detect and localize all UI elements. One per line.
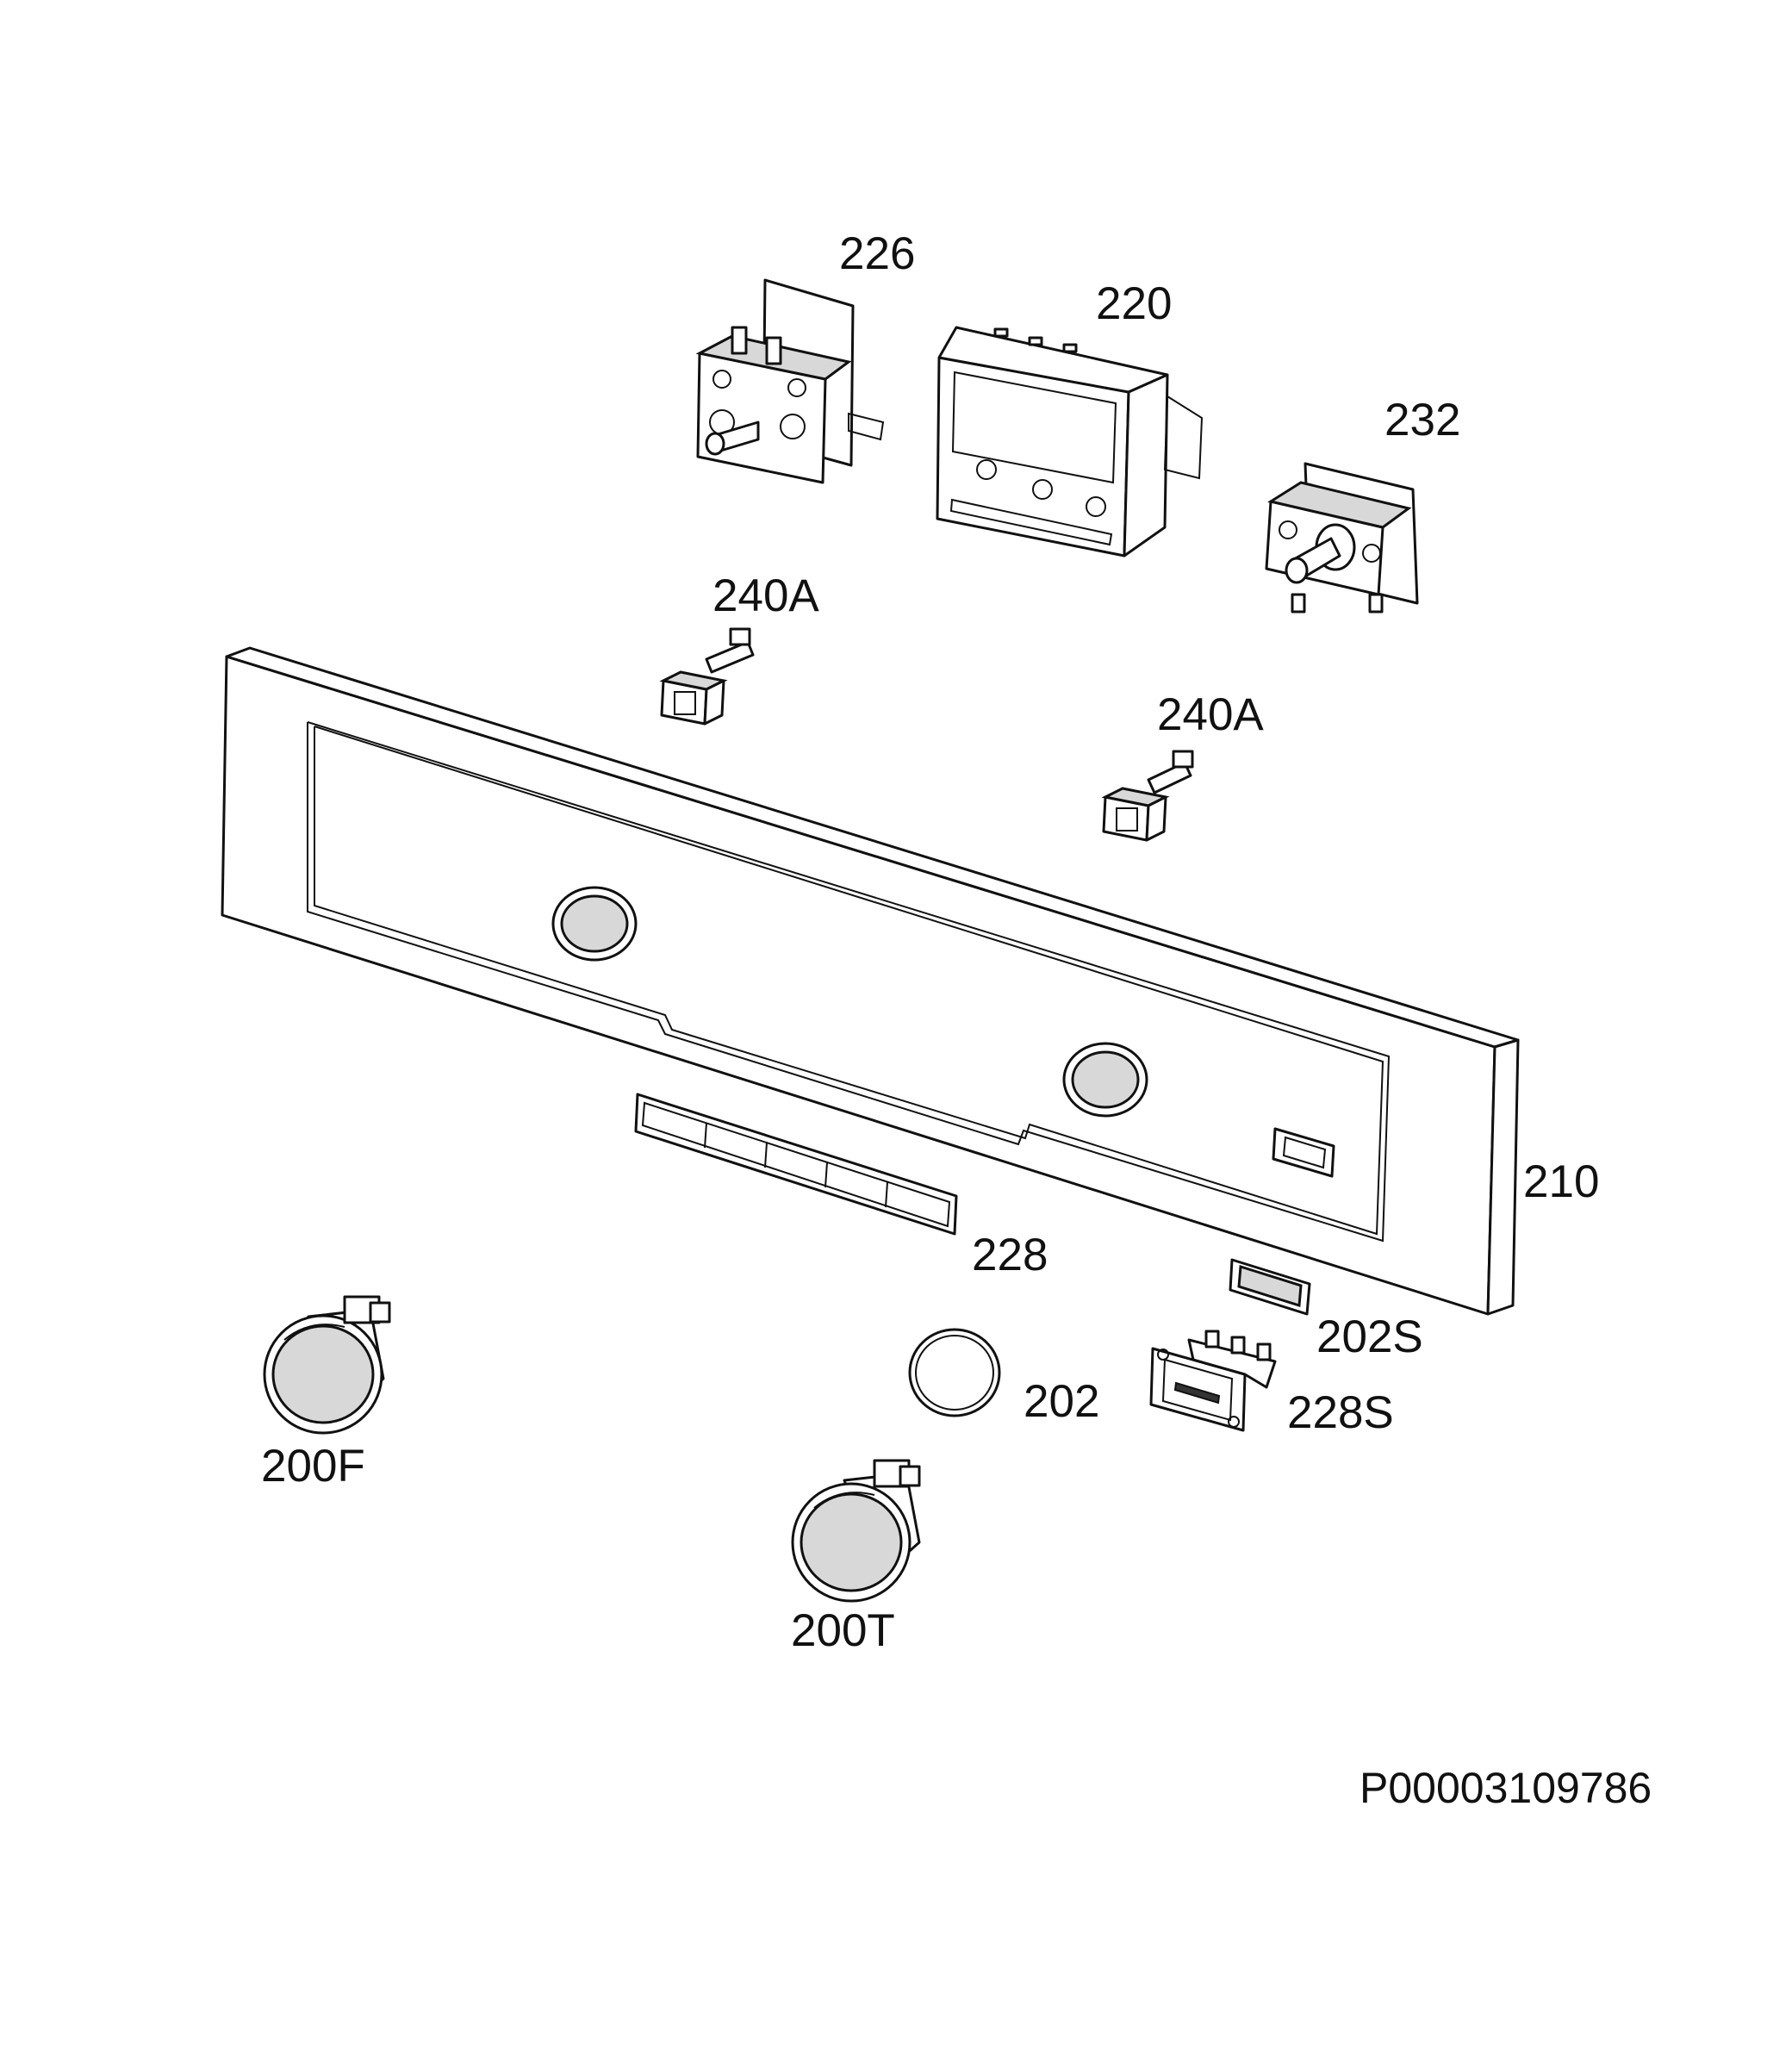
part-228s-switch-board <box>1149 1330 1277 1432</box>
callout-200t: 200T <box>791 1605 895 1656</box>
callout-220: 220 <box>1096 278 1173 329</box>
part-200f-knob <box>263 1295 391 1435</box>
callout-240a-left: 240A <box>712 570 819 621</box>
part-226-rotary-switch <box>695 278 885 484</box>
callout-232: 232 <box>1384 395 1461 445</box>
document-id: P00003109786 <box>1360 1764 1652 1812</box>
callout-202: 202 <box>1024 1376 1100 1427</box>
part-200t-knob <box>791 1459 921 1603</box>
part-232-selector-switch <box>1265 462 1419 614</box>
callout-226: 226 <box>839 228 916 279</box>
callout-200f: 200F <box>261 1441 365 1492</box>
part-220-display-module <box>936 326 1204 557</box>
part-210-control-panel <box>221 646 1520 1316</box>
callout-240a-right: 240A <box>1157 689 1264 740</box>
callout-228s: 228S <box>1287 1387 1394 1438</box>
callout-228: 228 <box>972 1230 1048 1280</box>
callout-202s: 202S <box>1316 1311 1423 1362</box>
callout-210: 210 <box>1523 1156 1600 1207</box>
part-202-ring <box>908 1328 1001 1417</box>
part-202s-trim-frame <box>1229 1258 1311 1316</box>
part-240a-lamp-left <box>659 627 755 726</box>
part-228-touch-strip <box>634 1093 958 1236</box>
part-240a-lamp-right <box>1101 750 1194 842</box>
